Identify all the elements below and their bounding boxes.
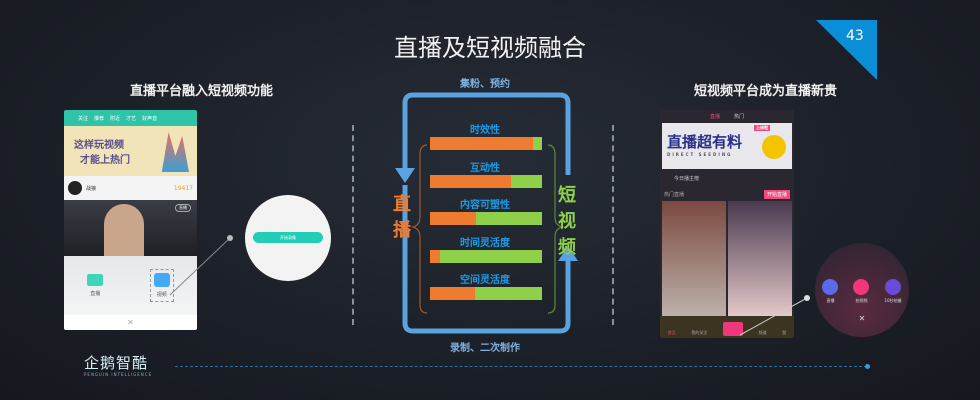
zoom-circle-right: 直播 拍视频 10秒拍摄 ✕ <box>815 243 909 337</box>
metric-label: 内容可塑性 <box>460 200 510 211</box>
live-share-segment <box>430 287 475 300</box>
action-label: 视频 <box>156 292 167 298</box>
divider <box>352 125 354 325</box>
callout-line <box>739 295 810 336</box>
start-live-button[interactable]: 开始直播 <box>763 189 790 199</box>
start-record-button[interactable]: 开始录像 <box>253 232 323 243</box>
metric-label: 空间灵活度 <box>460 275 510 286</box>
action-label: 10秒拍摄 <box>884 298 902 303</box>
right-phone-screenshot: 直播 热门 直播超有料 DIRECT SEEDING 上线啦 今日播主榜 热门直播… <box>660 110 794 338</box>
left-phone-screenshot: 关注推荐附近才艺好声音 这样玩视频 才能上热门 战狼 19417 直播 直播 视… <box>64 110 197 330</box>
arrow-up-icon <box>558 246 578 261</box>
nav-channel[interactable]: 频道 <box>758 330 767 335</box>
phone-banner: 直播超有料 DIRECT SEEDING 上线啦 <box>662 123 792 169</box>
video-thumb[interactable] <box>662 201 726 316</box>
action-label: 直播 <box>826 298 835 303</box>
phone-tabs: 直播 热门 <box>660 110 794 123</box>
streamer-row: 战狼 19417 <box>64 176 197 200</box>
video-camera-icon <box>853 279 870 295</box>
footer-dot <box>865 364 870 369</box>
section-row: 热门直播 开始直播 <box>660 187 794 201</box>
ranking-row[interactable]: 今日播主榜 <box>674 175 700 182</box>
video-grid <box>660 201 794 316</box>
video-action[interactable]: 视频 <box>149 269 174 302</box>
tab: 推荐 <box>94 115 105 122</box>
shoot-video-action[interactable]: 拍视频 <box>853 279 870 304</box>
zoom-circle-left: 开始录像 <box>245 195 331 281</box>
tab: 才艺 <box>126 115 137 122</box>
page-number: 43 <box>846 28 864 44</box>
banner-tag: 上线啦 <box>754 125 770 131</box>
banner-text: 直播超有料 <box>667 133 743 151</box>
live-share-segment <box>430 212 476 225</box>
banner-text: 才能上热门 <box>80 155 130 166</box>
bottom-nav: 首页 我的关注 频道 我 <box>660 316 794 338</box>
live-action[interactable]: 直播 <box>822 279 839 304</box>
zoom-actions: 直播 拍视频 10秒拍摄 <box>815 279 909 304</box>
action-label: 直播 <box>90 291 101 297</box>
live-share-segment <box>430 249 441 263</box>
right-heading: 短视频平台成为直播新贵 <box>694 84 838 99</box>
nav-home[interactable]: 首页 <box>667 330 676 335</box>
banner-subtext: DIRECT SEEDING <box>667 152 733 157</box>
person <box>104 204 144 256</box>
camera-icon <box>153 273 170 287</box>
live-share-segment <box>430 174 511 188</box>
metric-bar <box>430 174 542 188</box>
fan-count: 19417 <box>173 184 193 192</box>
live-action[interactable]: 直播 <box>87 274 104 297</box>
nav-follow[interactable]: 我的关注 <box>691 330 708 335</box>
short-video-label: 短视频 <box>558 185 576 258</box>
metric-bar <box>430 137 542 150</box>
emoji-icon <box>762 135 786 159</box>
bottom-flow-label: 录制、二次制作 <box>450 343 520 354</box>
tab[interactable]: 热门 <box>734 114 745 120</box>
metric-bar <box>430 287 542 300</box>
arrow-down-icon <box>395 168 415 183</box>
banner-text: 这样玩视频 <box>74 140 124 151</box>
avatar <box>68 181 82 195</box>
streamer-name: 战狼 <box>86 185 97 192</box>
divider <box>612 125 614 325</box>
slide-title: 直播及短视频融合 <box>394 34 586 62</box>
streamer-photo: 直播 <box>64 200 197 256</box>
tab: 好声音 <box>142 115 158 122</box>
section-label: 热门直播 <box>664 191 685 198</box>
callout-line <box>170 235 233 296</box>
live-badge: 直播 <box>175 204 191 212</box>
close-icon[interactable]: ✕ <box>858 314 866 323</box>
nav-me[interactable]: 我 <box>782 330 787 335</box>
left-heading: 直播平台融入短视频功能 <box>130 84 274 99</box>
ten-second-action[interactable]: 10秒拍摄 <box>884 279 902 304</box>
footer-line <box>175 366 867 367</box>
close-icon[interactable]: ✕ <box>64 315 197 330</box>
metric-label: 互动性 <box>470 162 500 174</box>
flow-loop-arrows <box>395 92 578 334</box>
metric-bar <box>430 249 542 263</box>
record-video-button[interactable] <box>722 322 743 336</box>
tab: 附近 <box>110 115 121 122</box>
short-brace <box>547 144 565 314</box>
top-flow-label: 集粉、预约 <box>460 79 510 90</box>
video-camera-icon <box>87 274 104 286</box>
live-label: 直播 <box>393 194 411 241</box>
metric-label: 时间灵活度 <box>460 237 510 249</box>
live-brace <box>410 144 428 314</box>
hand-icon <box>822 279 839 295</box>
timer-icon <box>884 279 901 295</box>
tab: 关注 <box>78 115 89 122</box>
action-sheet: 直播 视频 <box>64 256 197 315</box>
tab[interactable]: 直播 <box>709 114 720 120</box>
phone-banner: 这样玩视频 才能上热门 <box>64 126 197 176</box>
phone-tabs: 关注推荐附近才艺好声音 <box>64 110 197 126</box>
action-label: 拍视频 <box>855 298 868 303</box>
live-share-segment <box>430 137 534 150</box>
metric-bar <box>430 212 542 225</box>
logo: 企鹅智酷 <box>84 354 149 372</box>
metric-label: 时效性 <box>470 125 500 136</box>
logo-subtitle: PENGUIN INTELLIGENCE <box>84 372 153 377</box>
video-thumb[interactable] <box>728 201 792 316</box>
